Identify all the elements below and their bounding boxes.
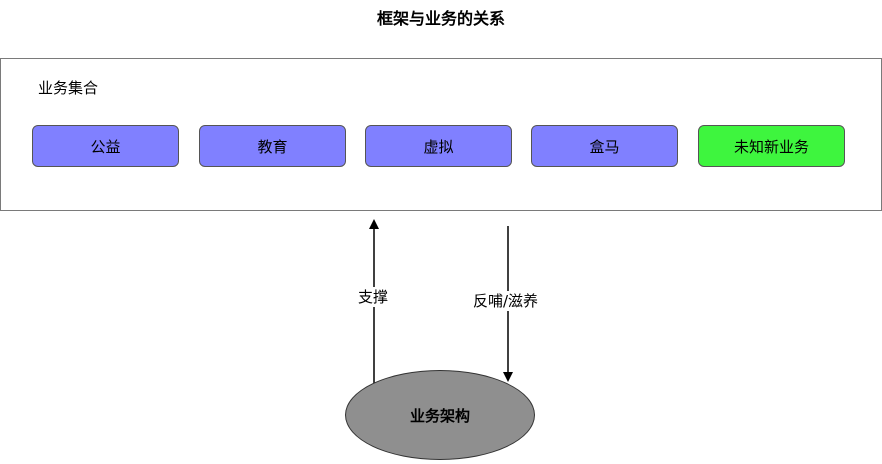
business-item-education: 教育 <box>199 125 346 167</box>
diagram-title: 框架与业务的关系 <box>376 9 505 28</box>
feedback-label: 反哺/滋养 <box>471 291 541 311</box>
business-item-charity: 公益 <box>32 125 179 167</box>
business-item-virtual: 虚拟 <box>365 125 512 167</box>
business-item-unknown-new: 未知新业务 <box>698 125 845 167</box>
business-item-hema: 盒马 <box>531 125 678 167</box>
business-set-label: 业务集合 <box>38 79 99 97</box>
business-framework-node: 业务架构 <box>345 370 535 460</box>
support-label: 支撑 <box>356 287 391 307</box>
